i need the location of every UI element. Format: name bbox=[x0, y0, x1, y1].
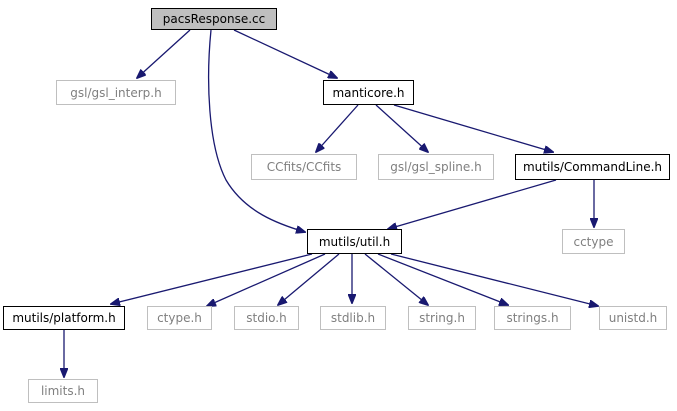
node-label: ctype.h bbox=[157, 311, 202, 325]
edge-pacsresponse-util bbox=[207, 29, 305, 232]
edge-pacsresponse-gsl-interp bbox=[137, 29, 191, 78]
node-label: cctype bbox=[573, 234, 614, 249]
node-ccfits[interactable]: CCfits/CCfits bbox=[251, 154, 357, 180]
node-limits[interactable]: limits.h bbox=[28, 379, 98, 403]
node-gsl-interp[interactable]: gsl/gsl_interp.h bbox=[56, 80, 176, 105]
node-label: manticore.h bbox=[332, 85, 405, 100]
edge-util-string bbox=[364, 253, 428, 305]
node-string[interactable]: string.h bbox=[408, 306, 476, 330]
node-stdio[interactable]: stdio.h bbox=[234, 306, 299, 330]
node-cctype[interactable]: cctype bbox=[562, 229, 625, 254]
node-label: mutils/CommandLine.h bbox=[522, 160, 663, 174]
edge-util-ctype bbox=[207, 253, 326, 306]
node-platform[interactable]: mutils/platform.h bbox=[3, 306, 125, 330]
edge-util-unistd bbox=[390, 253, 598, 306]
node-util[interactable]: mutils/util.h bbox=[307, 229, 402, 254]
node-commandline[interactable]: mutils/CommandLine.h bbox=[515, 154, 670, 180]
node-gsl-spline[interactable]: gsl/gsl_spline.h bbox=[378, 154, 494, 180]
node-label: string.h bbox=[419, 311, 465, 325]
node-label: CCfits/CCfits bbox=[266, 160, 342, 174]
node-label: limits.h bbox=[40, 384, 86, 398]
node-label: gsl/gsl_interp.h bbox=[70, 85, 162, 100]
edge-commandline-util bbox=[388, 179, 557, 229]
node-label: stdio.h bbox=[246, 311, 287, 325]
node-ctype[interactable]: ctype.h bbox=[147, 306, 212, 330]
node-label: strings.h bbox=[506, 311, 559, 325]
edge-util-stdio bbox=[278, 253, 340, 305]
node-label: unistd.h bbox=[608, 311, 658, 325]
edge-pacsresponse-manticore bbox=[233, 29, 337, 78]
node-label: gsl/gsl_spline.h bbox=[390, 160, 482, 174]
edge-manticore-gsl-spline bbox=[375, 104, 428, 152]
edge-util-strings bbox=[377, 253, 508, 305]
node-strings[interactable]: strings.h bbox=[494, 306, 571, 330]
node-label: stdlib.h bbox=[330, 311, 376, 325]
node-label: mutils/platform.h bbox=[12, 311, 116, 325]
node-unistd[interactable]: unistd.h bbox=[599, 306, 667, 330]
node-stdlib[interactable]: stdlib.h bbox=[320, 306, 386, 330]
node-pacsresponse[interactable]: pacsResponse.cc bbox=[151, 8, 277, 30]
node-label: mutils/util.h bbox=[318, 234, 391, 249]
node-manticore[interactable]: manticore.h bbox=[323, 80, 414, 105]
edge-manticore-commandline bbox=[393, 104, 553, 152]
node-label: pacsResponse.cc bbox=[162, 12, 266, 26]
edge-util-platform bbox=[111, 253, 313, 304]
edge-manticore-ccfits bbox=[316, 104, 359, 152]
